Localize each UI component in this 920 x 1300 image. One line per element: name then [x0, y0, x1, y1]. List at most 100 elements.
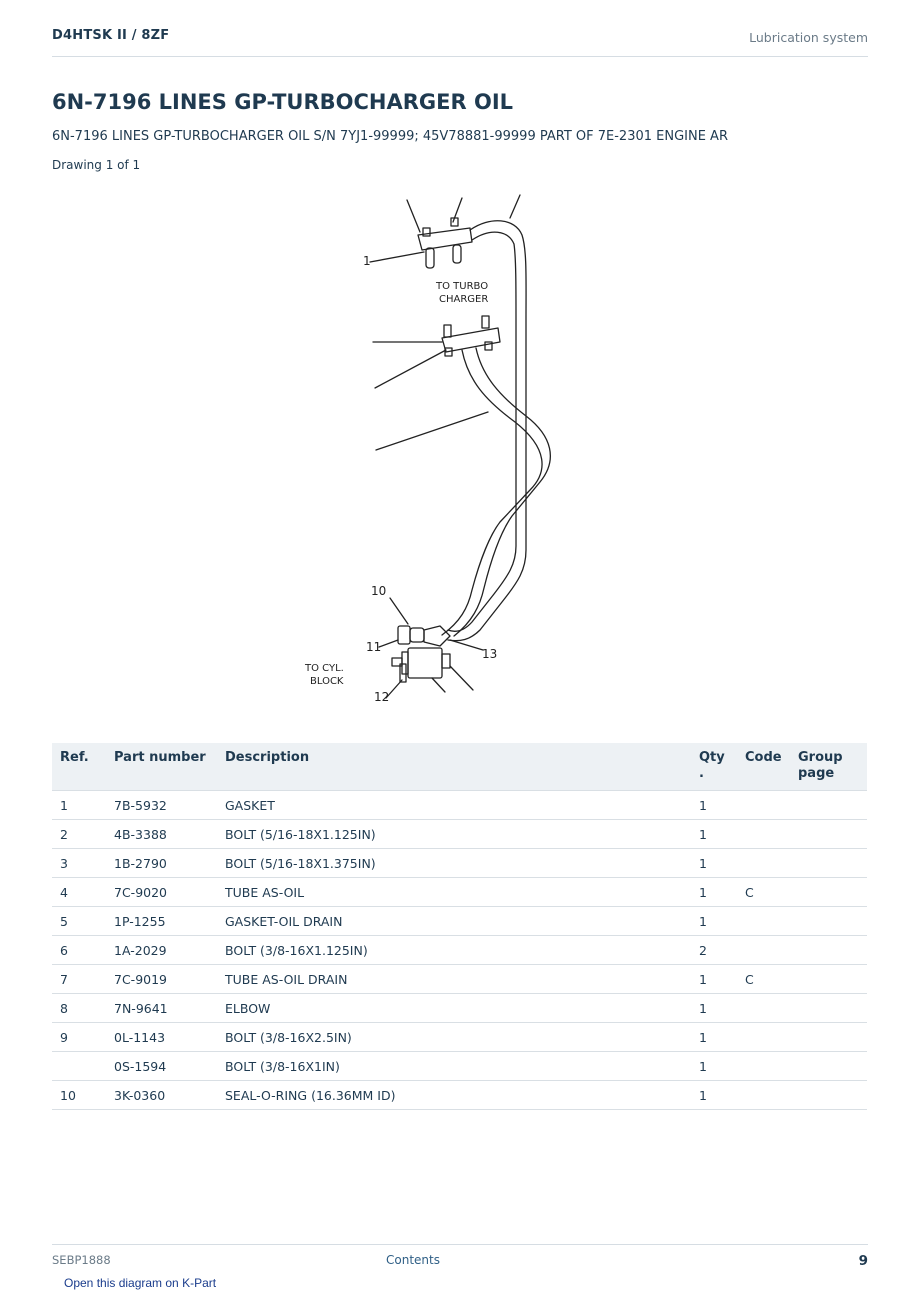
cell-description: BOLT (5/16-18X1.125IN): [217, 819, 691, 849]
leader-line: [406, 199, 421, 233]
callout-10: 10: [371, 584, 386, 598]
leader-line: [449, 639, 484, 651]
cell-ref: 5: [52, 906, 106, 936]
cell-qty: 1: [691, 906, 737, 936]
cell-part-number: 0L-1143: [106, 1022, 217, 1052]
cell-code: [737, 1051, 790, 1081]
cell-ref: 3: [52, 848, 106, 878]
block-flange: [407, 647, 443, 679]
cell-qty: 1: [691, 1080, 737, 1110]
callout-11: 11: [366, 640, 381, 654]
cell-code: [737, 790, 790, 820]
flange-bolt: [444, 347, 453, 357]
cell-group-page: [790, 877, 867, 907]
flange-stud: [425, 247, 435, 269]
leader-line: [509, 194, 521, 219]
header-part-number: Part number: [106, 743, 217, 791]
contents-link[interactable]: Contents: [386, 1253, 440, 1267]
oil-tube-outer: [447, 220, 527, 642]
label-turbo-line1: TO TURBO: [435, 281, 488, 292]
page-header: D4HTSK II / 8ZF Lubrication system: [52, 28, 868, 57]
cell-qty: 1: [691, 819, 737, 849]
cell-qty: 1: [691, 877, 737, 907]
cell-code: [737, 993, 790, 1023]
cell-code: C: [737, 964, 790, 994]
cell-part-number: 7N-9641: [106, 993, 217, 1023]
cell-part-number: 1A-2029: [106, 935, 217, 965]
cell-description: TUBE AS-OIL DRAIN: [217, 964, 691, 994]
cell-part-number: 1B-2790: [106, 848, 217, 878]
label-block-line2: BLOCK: [310, 676, 344, 687]
callout-13: 13: [482, 647, 497, 661]
label-turbo-line2: CHARGER: [439, 294, 488, 305]
cell-description: BOLT (5/16-18X1.375IN): [217, 848, 691, 878]
cell-ref: 10: [52, 1080, 106, 1110]
label-block-line1: TO CYL.: [304, 663, 344, 674]
cell-qty: 2: [691, 935, 737, 965]
cell-qty: 1: [691, 1022, 737, 1052]
cell-code: [737, 1022, 790, 1052]
header-qty-line2: .: [699, 766, 704, 781]
cell-part-number: 0S-1594: [106, 1051, 217, 1081]
cell-ref: 8: [52, 993, 106, 1023]
cell-part-number: 7B-5932: [106, 790, 217, 820]
leader-line: [378, 639, 399, 648]
cell-description: BOLT (3/8-16X1IN): [217, 1051, 691, 1081]
cell-part-number: 7C-9020: [106, 877, 217, 907]
block-stud: [399, 663, 407, 683]
flange-bolt: [443, 324, 452, 338]
cell-group-page: [790, 819, 867, 849]
flange-bolt: [450, 217, 459, 227]
leader-line: [375, 411, 489, 451]
cell-ref: 1: [52, 790, 106, 820]
header-ref: Ref.: [52, 743, 106, 791]
kpart-link[interactable]: Open this diagram on K-Part: [64, 1276, 217, 1290]
header-qty: Qty.: [691, 743, 737, 791]
cell-group-page: [790, 935, 867, 965]
leader-line: [369, 251, 425, 263]
elbow-fitting: [397, 625, 411, 645]
leader-line: [389, 597, 409, 625]
cell-qty: 1: [691, 848, 737, 878]
cell-group-page: [790, 1080, 867, 1110]
cell-qty: 1: [691, 1051, 737, 1081]
header-qty-line1: Qty: [699, 750, 725, 765]
drain-flange: [441, 327, 501, 353]
page-subtitle: 6N-7196 LINES GP-TURBOCHARGER OIL S/N 7Y…: [52, 129, 728, 144]
section-label: Lubrication system: [749, 30, 868, 45]
drawing-count: Drawing 1 of 1: [52, 158, 141, 172]
cell-group-page: [790, 848, 867, 878]
callout-1: 1: [363, 254, 371, 268]
header-group-page-line1: Group: [798, 750, 843, 765]
drain-tube-inner: [453, 347, 551, 637]
cell-group-page: [790, 790, 867, 820]
cell-ref: [52, 1051, 106, 1081]
page-title: 6N-7196 LINES GP-TURBOCHARGER OIL: [52, 90, 514, 114]
cell-group-page: [790, 1051, 867, 1081]
cell-description: ELBOW: [217, 993, 691, 1023]
header-description: Description: [217, 743, 691, 791]
cell-description: SEAL-O-RING (16.36MM ID): [217, 1080, 691, 1110]
block-bolt: [391, 657, 403, 667]
cell-description: TUBE AS-OIL: [217, 877, 691, 907]
cell-part-number: 3K-0360: [106, 1080, 217, 1110]
cell-ref: 9: [52, 1022, 106, 1052]
top-flange: [417, 227, 473, 251]
parts-diagram-svg: 1 TO TURBO CHARGER 10 11 13 TO CYL. BLOC…: [304, 194, 551, 704]
block-flange-edge: [401, 651, 409, 675]
parts-diagram: 1 TO TURBO CHARGER 10 11 13 TO CYL. BLOC…: [290, 190, 570, 710]
cell-description: GASKET: [217, 790, 691, 820]
cell-part-number: 7C-9019: [106, 964, 217, 994]
leader-line: [449, 665, 474, 691]
flange-bolt: [422, 227, 431, 237]
cell-code: [737, 819, 790, 849]
cell-code: C: [737, 877, 790, 907]
